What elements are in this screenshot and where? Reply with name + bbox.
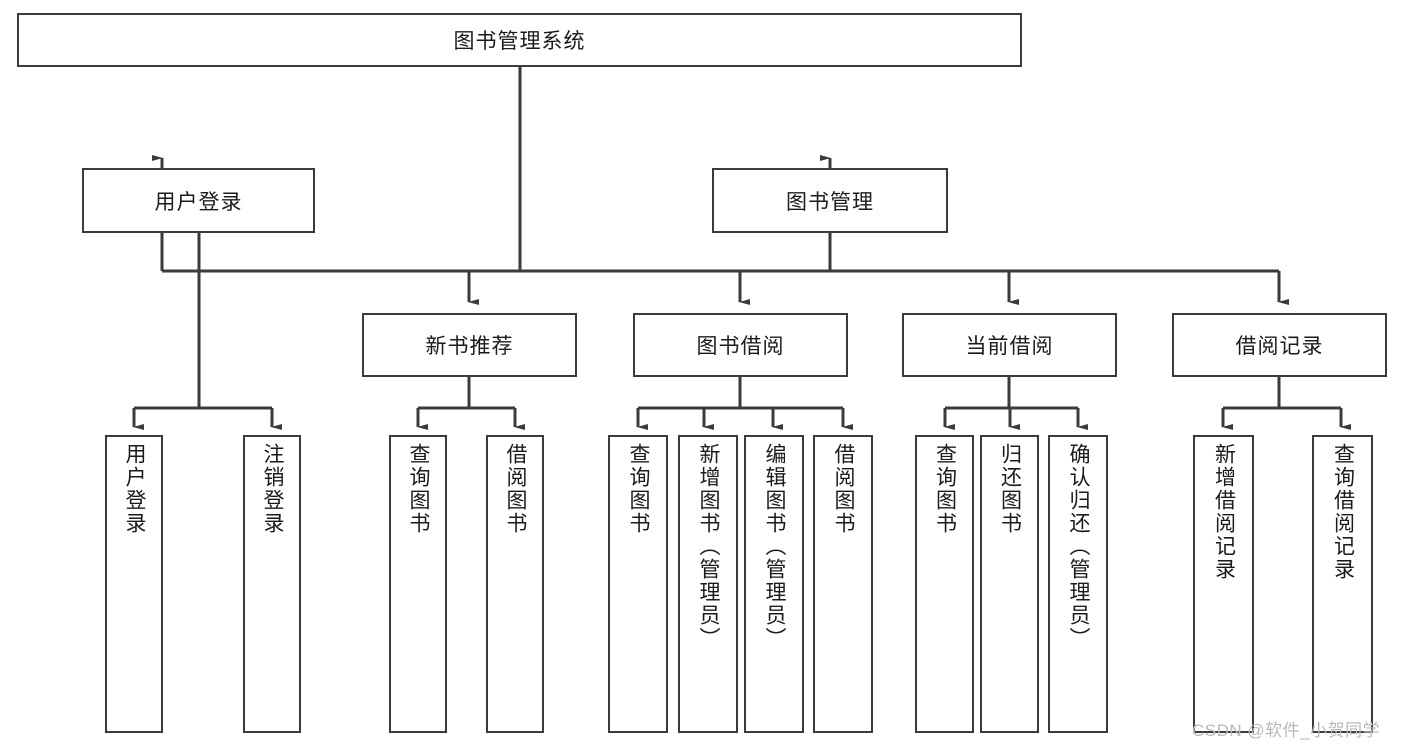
node-label: 归还图书 xyxy=(998,443,1022,535)
leaf-book-borrow-query[interactable]: 查询图书 xyxy=(608,435,668,733)
leaf-borrow-record-add[interactable]: 新增借阅记录 xyxy=(1193,435,1254,733)
node-label: 查询图书 xyxy=(407,443,431,535)
leaf-user-login-signout[interactable]: 注销登录 xyxy=(243,435,301,733)
node-root-system[interactable]: 图书管理系统 xyxy=(17,13,1022,67)
node-label: 新书推荐 xyxy=(425,335,514,358)
leaf-current-borrow-return[interactable]: 归还图书 xyxy=(980,435,1039,733)
leaf-new-book-query[interactable]: 查询图书 xyxy=(389,435,447,733)
leaf-new-book-borrow[interactable]: 借阅图书 xyxy=(486,435,544,733)
node-label: 查询借阅记录 xyxy=(1331,443,1355,581)
node-label: 当前借阅 xyxy=(965,335,1054,358)
node-current-borrow[interactable]: 当前借阅 xyxy=(902,313,1117,377)
node-label: 确认归还（管理员） xyxy=(1067,443,1091,650)
node-label: 查询图书 xyxy=(933,443,957,535)
node-label: 用户登录 xyxy=(123,443,147,535)
leaf-user-login-signin[interactable]: 用户登录 xyxy=(105,435,163,733)
node-label: 新增借阅记录 xyxy=(1212,443,1236,581)
node-label: 用户登录 xyxy=(154,190,243,214)
node-book-management[interactable]: 图书管理 xyxy=(712,168,948,233)
node-label: 查询图书 xyxy=(627,443,651,535)
node-label: 编辑图书（管理员） xyxy=(763,443,787,650)
node-user-login[interactable]: 用户登录 xyxy=(82,168,315,233)
node-new-book-recommend[interactable]: 新书推荐 xyxy=(362,313,577,377)
watermark-text: CSDN @软件_小贺同学 xyxy=(1192,721,1381,740)
node-label: 图书管理 xyxy=(786,190,874,214)
node-label: 图书管理系统 xyxy=(453,30,586,53)
leaf-book-borrow-borrow[interactable]: 借阅图书 xyxy=(813,435,873,733)
node-borrow-record[interactable]: 借阅记录 xyxy=(1172,313,1387,377)
leaf-current-borrow-confirm-return[interactable]: 确认归还（管理员） xyxy=(1048,435,1108,733)
leaf-book-borrow-edit[interactable]: 编辑图书（管理员） xyxy=(744,435,804,733)
node-book-borrow[interactable]: 图书借阅 xyxy=(633,313,848,377)
node-label: 借阅图书 xyxy=(504,443,528,535)
node-label: 新增图书（管理员） xyxy=(697,443,721,650)
node-label: 图书借阅 xyxy=(696,335,785,358)
leaf-current-borrow-query[interactable]: 查询图书 xyxy=(915,435,974,733)
leaf-book-borrow-add[interactable]: 新增图书（管理员） xyxy=(678,435,738,733)
node-label: 借阅图书 xyxy=(832,443,856,535)
node-label: 借阅记录 xyxy=(1235,335,1324,358)
node-label: 注销登录 xyxy=(261,443,285,535)
leaf-borrow-record-query[interactable]: 查询借阅记录 xyxy=(1312,435,1373,733)
